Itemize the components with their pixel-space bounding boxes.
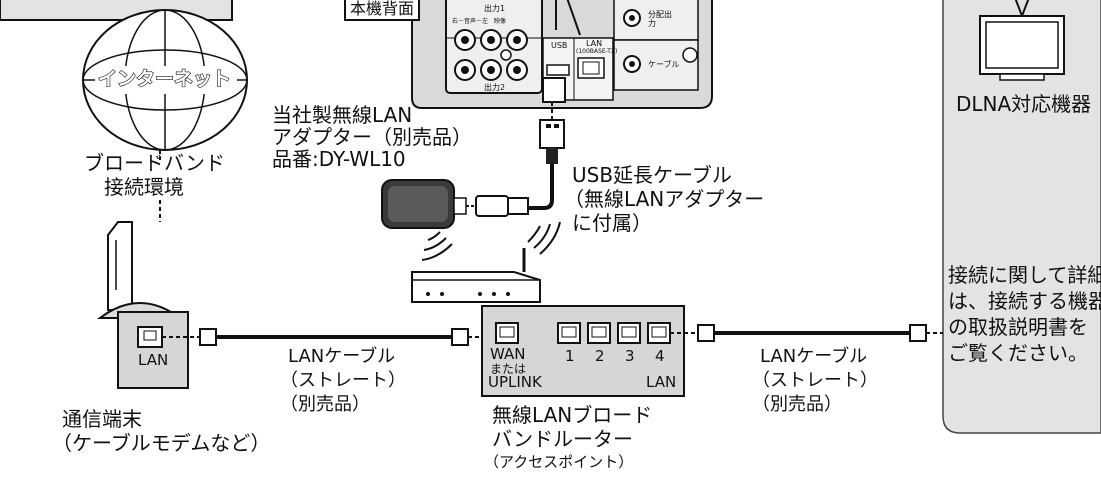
lan-cable-right (670, 324, 943, 342)
router-wan-or-label: または (490, 362, 527, 376)
adapter-line1: 当社製無線LAN (272, 103, 413, 127)
cable-left-line2: （ストレート） (280, 370, 406, 391)
out1-sub-label: 右－音声－左 映像 (452, 18, 507, 25)
usb-cable-line1: USB延長ケーブル (572, 163, 732, 187)
usb-cable (528, 77, 566, 210)
adapter-line2: アダプター（別売品） (272, 125, 472, 149)
adapter-line3: 品番:DY-WL10 (272, 147, 406, 171)
wireless-adapter (381, 179, 529, 261)
note-line4: ご覧ください。 (948, 341, 1088, 365)
cable-left-line3: （別売品） (280, 394, 370, 415)
cable-left-line1: LANケーブル (288, 346, 396, 367)
rca-jack (454, 29, 528, 81)
router-name-line3: （アクセスポイント） (484, 453, 634, 471)
internet-label: インターネット (97, 67, 232, 90)
modem-device (96, 221, 189, 389)
split-out-label: 分配出力 (648, 10, 672, 29)
out1-label: 出力1 (484, 4, 506, 13)
tv-icon (979, 0, 1065, 81)
globe-icon (82, 9, 248, 151)
terminal-port-label: LAN (138, 351, 169, 369)
note-panel (942, 0, 1101, 434)
broadband-line2: 接続環境 (104, 175, 184, 199)
router-lan-label: LAN (646, 373, 677, 391)
lan-port-label: LAN (586, 39, 603, 48)
router-device (411, 221, 685, 397)
lan-spec-label: (100BASE-TX) (576, 48, 618, 55)
broadband-line1: ブロードバンド (84, 151, 225, 175)
terminal-line2: （ケーブルモデムなど） (52, 431, 271, 455)
usb-cable-line2: （無線LANアダプター (564, 187, 765, 211)
out2-label: 出力2 (484, 83, 506, 92)
cable-right-line2: （ストレート） (752, 370, 878, 391)
router-uplink-label: UPLINK (488, 373, 542, 391)
recorder-back-title: 本機背面 (344, 0, 421, 21)
lan-cable-left (162, 328, 494, 346)
usb-port-label: USB (551, 41, 568, 50)
dlna-label: DLNA対応機器 (956, 92, 1092, 116)
cable-right-line1: LANケーブル (760, 346, 868, 367)
usb-cable-line3: に付属） (572, 211, 652, 235)
note-line1: 接続に関して詳細 (948, 263, 1101, 287)
router-wan-label: WAN (490, 345, 526, 363)
router-port-1: 1 (565, 347, 575, 365)
router-name-line2: バンドルーター (492, 427, 633, 451)
router-port-2: 2 (595, 347, 605, 365)
note-line3: の取扱説明書を (948, 315, 1088, 339)
router-name-line1: 無線LANブロード (492, 403, 653, 427)
router-port-3: 3 (625, 347, 635, 365)
cable-label: ケーブル (648, 60, 680, 69)
cable-right-line3: （別売品） (752, 394, 842, 415)
recorder-back-panel (411, 0, 713, 109)
note-line2: は、接続する機器 (948, 289, 1101, 313)
router-port-4: 4 (655, 347, 665, 365)
terminal-line1: 通信端末 (62, 407, 142, 431)
